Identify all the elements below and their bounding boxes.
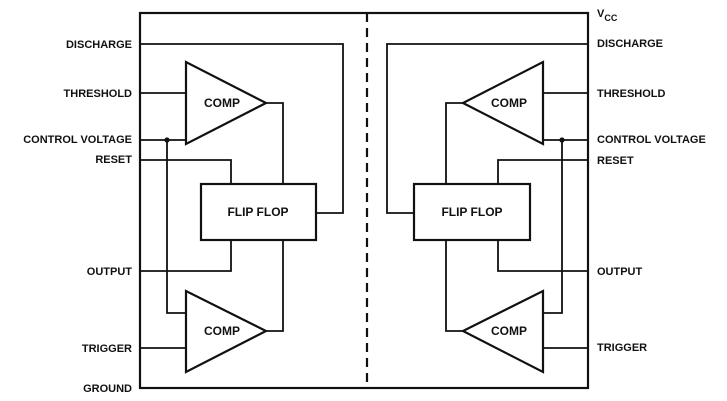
right-pin-threshold: THRESHOLD [597, 88, 666, 100]
left-pin-output: OUTPUT [87, 266, 133, 278]
left-timer: COMP FLIP FLOP COMP [140, 43, 344, 374]
left-lower-comp-output-wire [266, 240, 284, 332]
right-reset-wire [497, 159, 588, 184]
right-output-wire [497, 240, 588, 272]
right-flip-flop [412, 182, 532, 242]
right-lower-comparator [460, 289, 545, 374]
left-reset-wire [140, 159, 232, 184]
right-control-to-lower-comp [543, 140, 563, 314]
left-upper-comparator [184, 60, 269, 146]
left-pin-ground: GROUND [83, 383, 132, 395]
left-lower-comparator [184, 289, 269, 374]
right-pin-output: OUTPUT [597, 266, 643, 278]
left-upper-comp-output-wire [266, 102, 284, 184]
left-control-to-lower-comp [166, 140, 186, 314]
right-lower-comp-label: COMP [491, 324, 527, 338]
right-pin-discharge: DISCHARGE [597, 38, 663, 50]
left-discharge-wire [140, 43, 344, 214]
left-pin-control-voltage: CONTROL VOLTAGE [23, 134, 132, 146]
package-outline [138, 11, 590, 390]
right-pin-vcc: VCC [597, 8, 618, 23]
right-pin-vcc-sub: CC [604, 13, 617, 23]
right-upper-comparator [460, 60, 545, 146]
left-pin-threshold: THRESHOLD [64, 88, 133, 100]
right-lower-comp-output-wire [445, 240, 463, 332]
left-output-wire [140, 240, 232, 272]
left-upper-comp-label: COMP [204, 96, 240, 110]
right-pin-reset: RESET [597, 155, 634, 167]
left-flip-flop [199, 182, 318, 242]
right-upper-comp-label: COMP [491, 96, 527, 110]
left-flip-flop-label: FLIP FLOP [227, 205, 288, 219]
left-pin-trigger: TRIGGER [82, 343, 132, 355]
right-pin-vcc-main: V [597, 8, 605, 20]
left-pin-reset: RESET [95, 154, 132, 166]
right-pin-control-voltage: CONTROL VOLTAGE [597, 134, 706, 146]
left-lower-comp-label: COMP [204, 324, 240, 338]
left-pin-discharge: DISCHARGE [66, 39, 132, 51]
right-flip-flop-label: FLIP FLOP [441, 205, 502, 219]
right-discharge-wire [386, 43, 588, 214]
right-upper-comp-output-wire [445, 102, 463, 184]
right-timer: COMP FLIP FLOP COMP [386, 43, 588, 374]
right-pin-trigger: TRIGGER [597, 342, 647, 354]
